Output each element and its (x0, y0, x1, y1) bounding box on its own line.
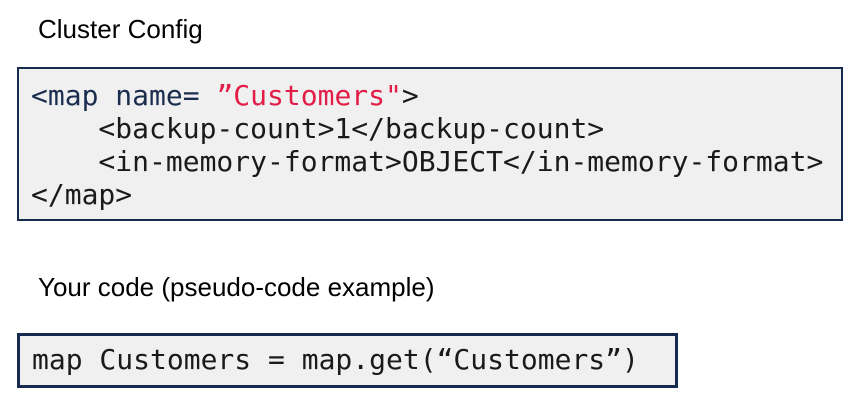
xml-code-line-map-close: </map> (31, 178, 133, 211)
cluster-config-code-block: <map name= ”Customers"> <backup-count>1<… (17, 67, 843, 221)
xml-tag-close-token: > (401, 79, 419, 112)
pseudo-code-line: map Customers = map.get(“Customers”) (32, 343, 639, 376)
xml-tag-open-token: <map name= (31, 79, 217, 112)
pseudo-code-block: map Customers = map.get(“Customers”) (17, 333, 678, 388)
cluster-config-heading: Cluster Config (38, 14, 203, 44)
xml-code-line-in-memory-format: <in-memory-format>OBJECT</in-memory-form… (31, 145, 824, 178)
your-code-heading: Your code (pseudo-code example) (38, 272, 435, 302)
xml-code-line-backup-count: <backup-count>1</backup-count> (31, 112, 605, 145)
xml-code-line-map-open: <map name= ”Customers"> (31, 79, 829, 112)
xml-name-string-token: ”Customers" (216, 79, 402, 112)
